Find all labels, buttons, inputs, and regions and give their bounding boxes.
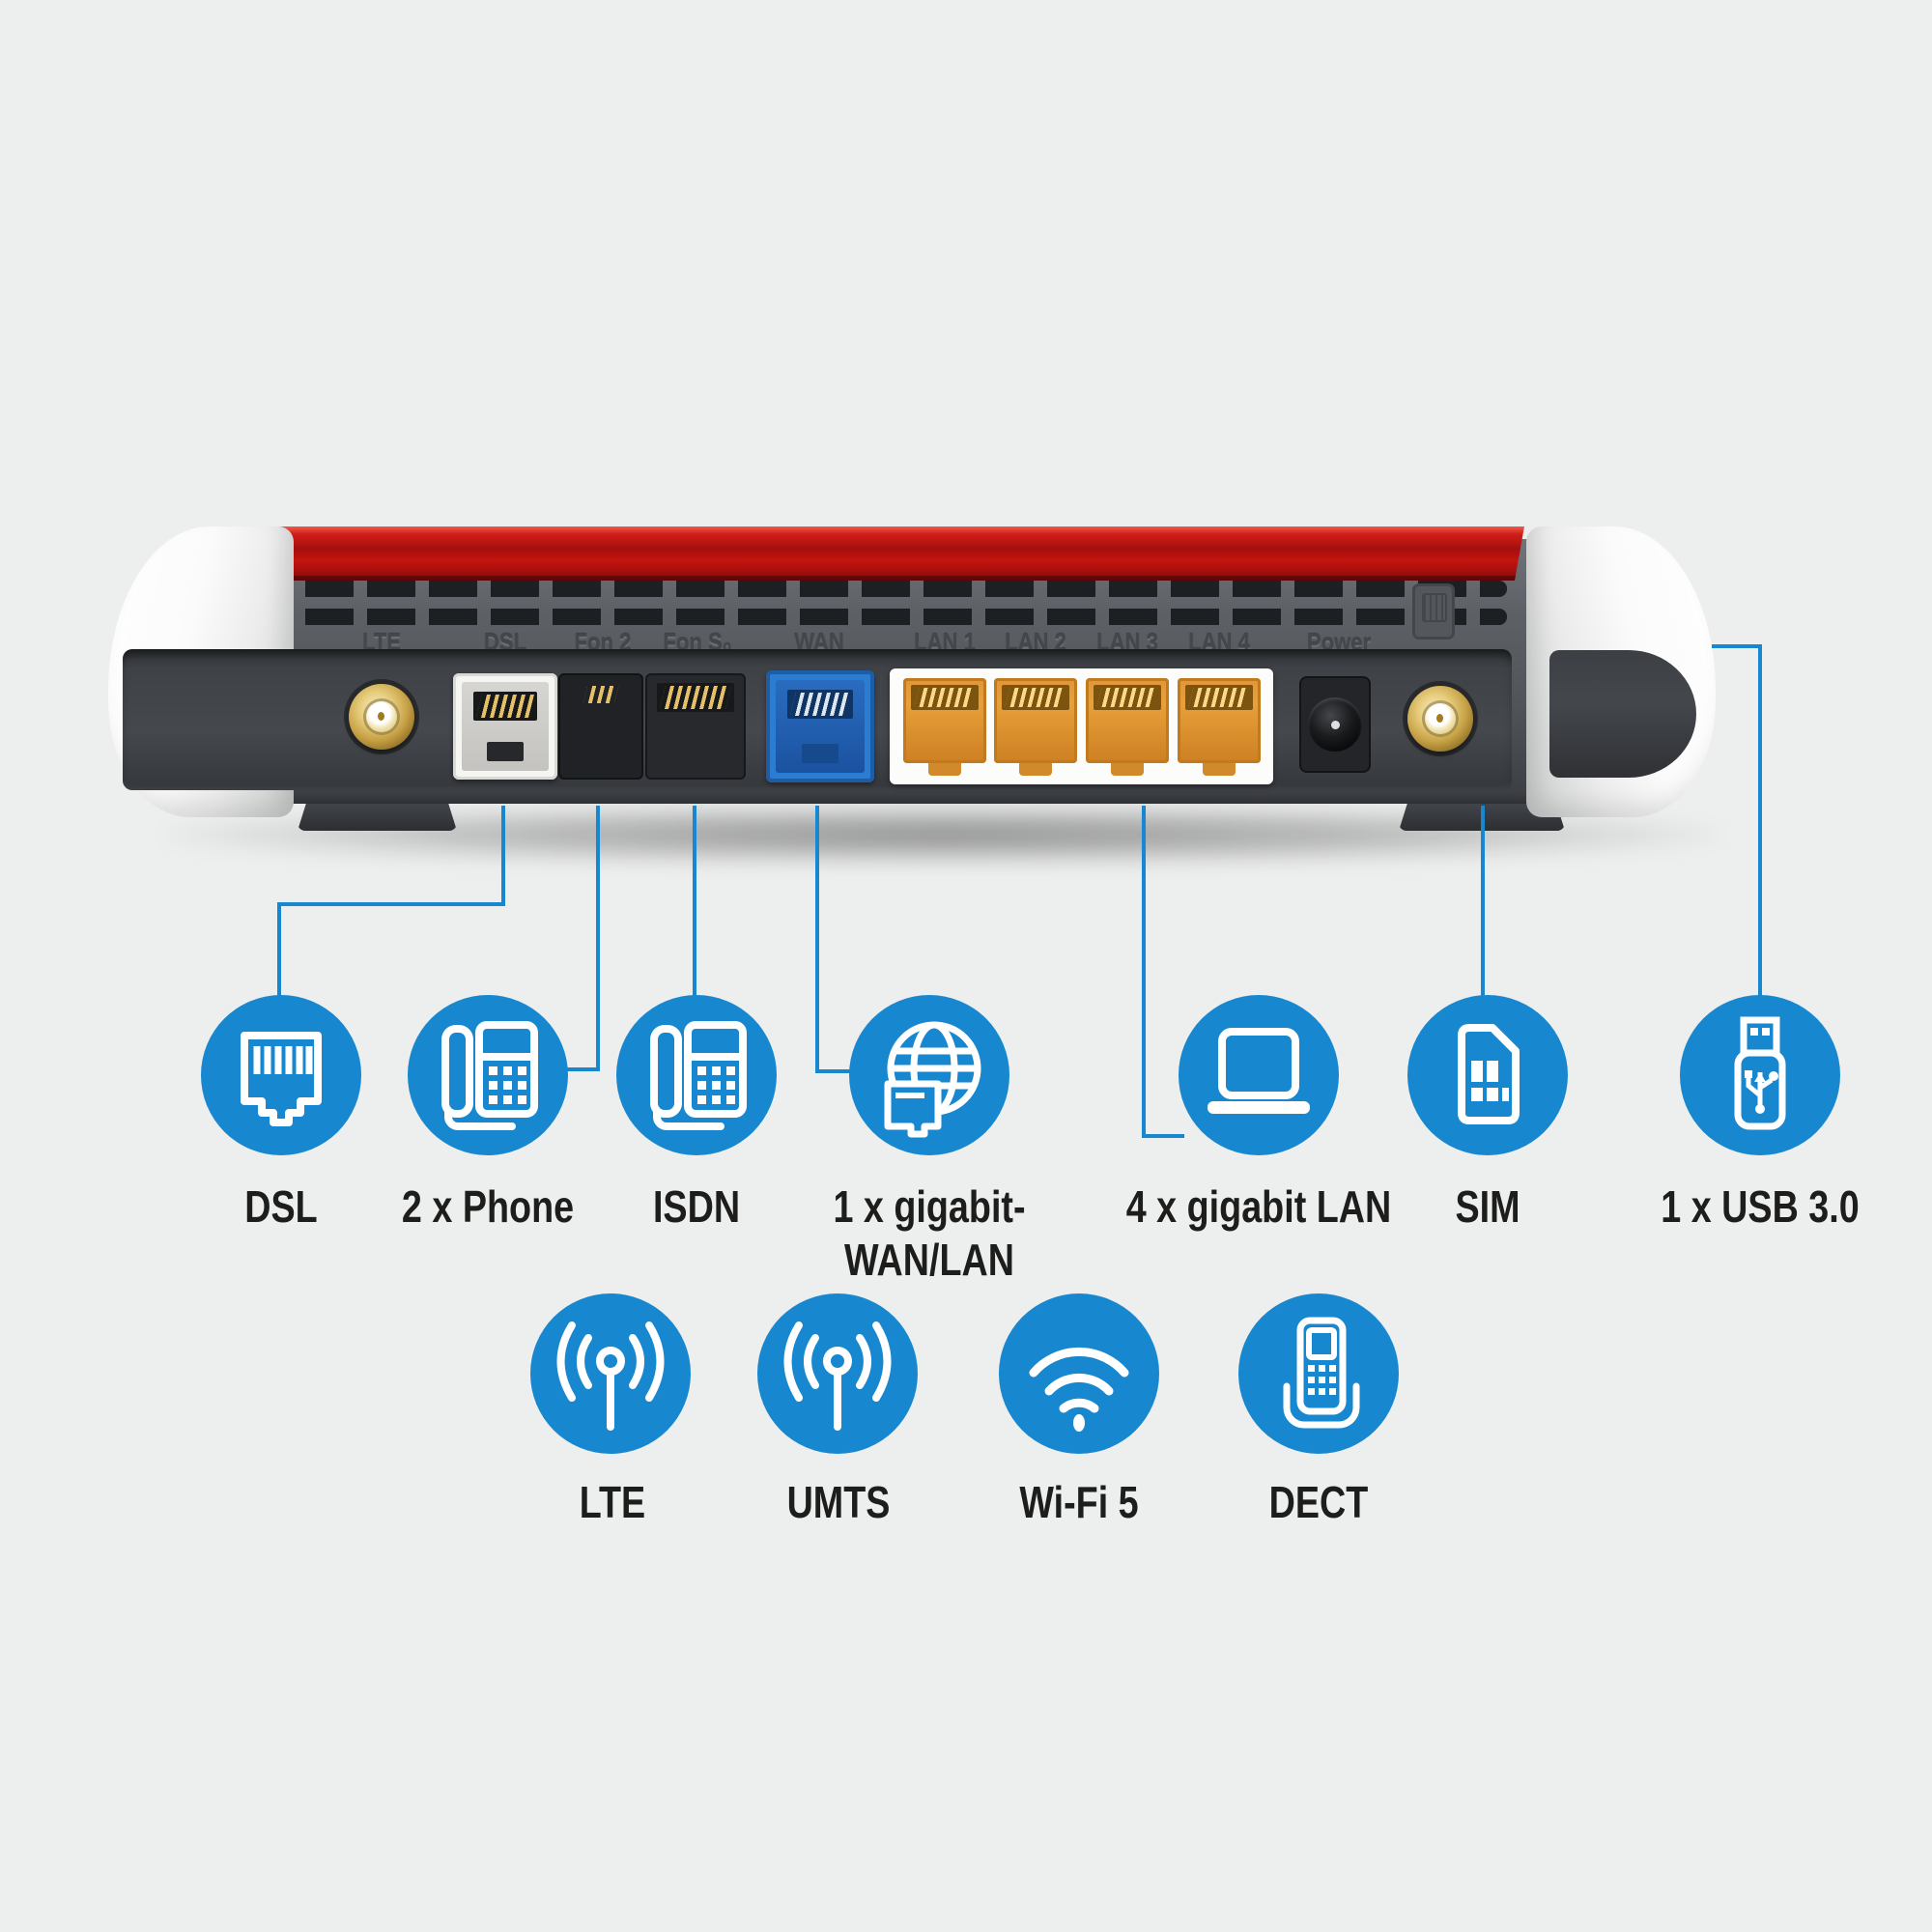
feature-label-phone: 2 x Phone [401,1181,575,1232]
antenna-icon [783,1321,892,1431]
vent-grille-row1 [243,581,1507,597]
router-end-cap-right-inset [1549,650,1696,778]
feature-label-usb: 1 x USB 3.0 [1661,1181,1860,1232]
feature-badge-isdn [616,995,777,1155]
globe-plug-icon [884,1021,981,1138]
feature-badge-dsl [201,995,361,1155]
feature-label-gigabit-wan-lan: 1 x gigabit-WAN/LAN [833,1181,1026,1285]
antenna-icon [556,1321,665,1431]
sim-card-icon [1458,1024,1520,1124]
lan3-port [1086,678,1169,763]
laptop-icon [1208,1028,1310,1114]
lte-antenna-connector-2 [1407,686,1473,752]
feature-label-lte: LTE [579,1477,646,1527]
feature-badge-dect [1238,1293,1399,1454]
feature-badge-umts [757,1293,918,1454]
feature-badge-lte [530,1293,691,1454]
wan-port [766,670,874,782]
lan1-port [903,678,986,763]
connector-line-dsl [277,902,505,906]
sim-slot-icon [1412,583,1455,639]
fon-s0-port [645,673,746,780]
feature-label-dect: DECT [1268,1477,1369,1527]
fon2-port [558,673,643,780]
connector-line-sim [1481,806,1485,1001]
lan2-port [994,678,1077,763]
connector-line-phone [564,1067,600,1071]
rj45-jack-icon [241,1032,322,1126]
feature-label-isdn: ISDN [652,1181,741,1232]
phone-icon [650,1021,747,1130]
router-foot-left [298,800,457,831]
connector-line-lan [1142,1134,1184,1138]
feature-badge-sim [1407,995,1568,1155]
connector-line-dsl [277,902,281,1001]
usb-stick-icon [1734,1016,1786,1130]
connector-line-usb [1712,644,1762,648]
wifi-icon [1029,1348,1129,1432]
connector-line-lan [1142,806,1146,1138]
dsl-port [453,673,557,780]
feature-label-gigabit-lan: 4 x gigabit LAN [1125,1181,1392,1232]
connector-line-wan [815,806,819,1073]
dect-handset-icon [1283,1317,1360,1429]
connector-line-dsl [501,806,505,906]
connector-line-phone [596,806,600,1071]
lan4-port [1178,678,1261,763]
feature-badge-wifi [999,1293,1159,1454]
feature-label-sim: SIM [1455,1181,1520,1232]
connector-line-wan [815,1069,856,1073]
vent-grille-row2 [243,609,1507,625]
lte-antenna-connector [349,684,414,750]
phone-icon [441,1021,538,1130]
feature-badge-gigabit-wan-lan [849,995,1009,1155]
feature-label-umts: UMTS [786,1477,891,1527]
power-port [1299,676,1371,773]
connector-line-usb [1758,644,1762,1001]
feature-badge-phone [408,995,568,1155]
feature-badge-usb [1680,995,1840,1155]
router-red-top [218,526,1524,581]
connector-line-isdn [693,806,696,1001]
feature-label-wifi: Wi-Fi 5 [1019,1477,1139,1527]
feature-label-dsl: DSL [244,1181,318,1232]
lan-port-panel [890,668,1273,784]
feature-badge-gigabit-lan [1179,995,1339,1155]
